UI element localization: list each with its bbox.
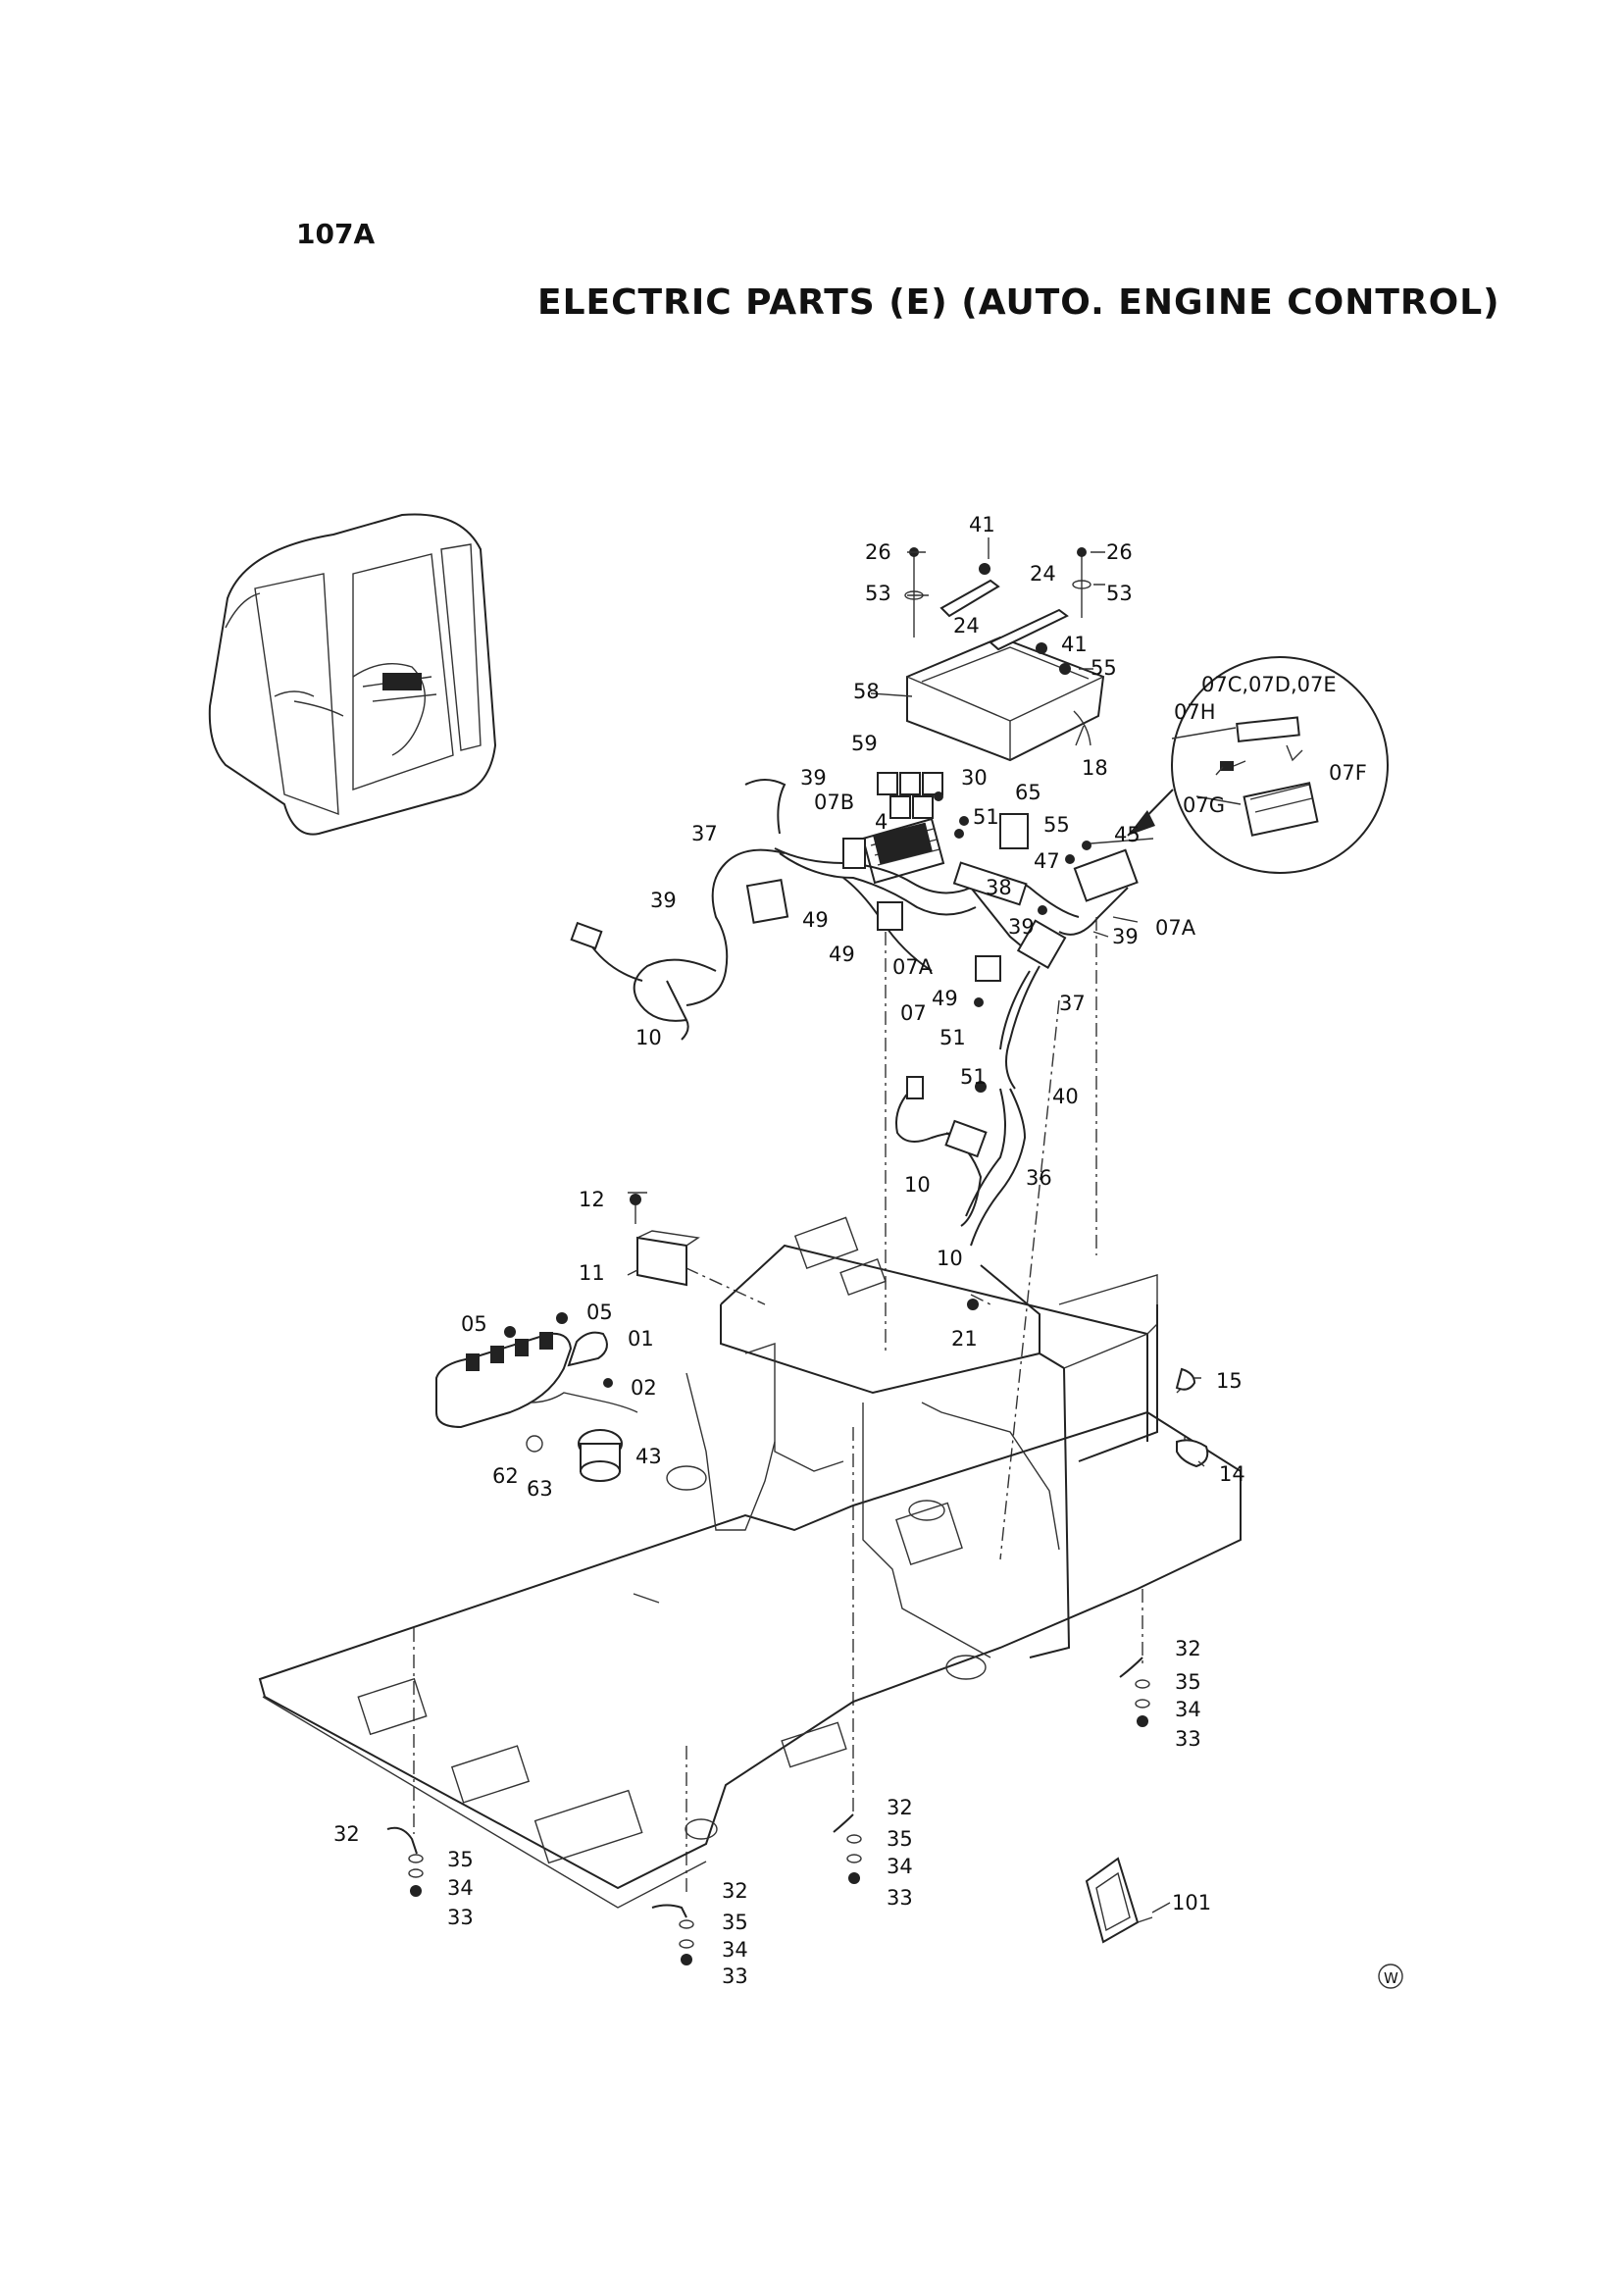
callout-24: 24: [1030, 562, 1056, 586]
callout-35: 35: [1175, 1670, 1201, 1694]
page-code: 107A: [296, 218, 376, 250]
callout-36: 36: [1026, 1166, 1052, 1190]
callout-05: 05: [586, 1301, 613, 1324]
callout-24: 24: [953, 614, 980, 638]
callout-4: 4: [875, 810, 888, 834]
upper-harness-assembly: [570, 547, 1139, 1093]
callout-10: 10: [635, 1026, 662, 1049]
callout-49: 49: [932, 987, 958, 1010]
callout-35: 35: [447, 1848, 474, 1871]
switch-panel: [435, 1312, 638, 1482]
misc-parts: [386, 537, 1403, 1989]
callout-30: 30: [961, 766, 988, 790]
callout-39: 39: [800, 766, 827, 790]
callout-01: 01: [628, 1327, 654, 1351]
callout-62: 62: [492, 1464, 519, 1488]
callout-65: 65: [1015, 781, 1041, 804]
callout-43: 43: [635, 1445, 662, 1468]
callout-32: 32: [1175, 1637, 1201, 1660]
callout-37: 37: [1059, 992, 1086, 1015]
callout-53: 53: [865, 582, 891, 605]
callout-101: 101: [1172, 1891, 1211, 1914]
callout-33: 33: [1175, 1727, 1201, 1751]
callout-38: 38: [986, 876, 1012, 899]
cab-floor-frame: [258, 1216, 1242, 1909]
callout-34: 34: [722, 1938, 748, 1962]
callout-02: 02: [631, 1376, 657, 1400]
callout-labels: 41 26 26 53 53 24 24 41 55 58 18 07C,07D…: [333, 513, 1398, 1988]
callout-35: 35: [722, 1911, 748, 1934]
callout-10: 10: [904, 1173, 931, 1197]
callout-47: 47: [1034, 849, 1060, 873]
callout-35: 35: [887, 1827, 913, 1851]
connector-detail-inset: [1127, 656, 1389, 874]
callout-05: 05: [461, 1312, 487, 1336]
callout-18: 18: [1082, 756, 1108, 780]
callout-51: 51: [973, 805, 999, 829]
callout-34: 34: [1175, 1698, 1201, 1721]
callout-41: 41: [1061, 633, 1088, 656]
callout-34: 34: [887, 1855, 913, 1878]
callout-32: 32: [722, 1879, 748, 1903]
callout-51: 51: [960, 1065, 987, 1089]
callout-15: 15: [1216, 1369, 1243, 1393]
callout-39: 39: [1112, 925, 1139, 948]
callout-12: 12: [579, 1188, 605, 1211]
callout-49: 49: [829, 943, 855, 966]
callout-39: 39: [650, 889, 677, 912]
callout-33: 33: [887, 1886, 913, 1910]
callout-49: 49: [802, 908, 829, 932]
callout-37: 37: [691, 822, 718, 845]
reference-mark: W: [1384, 1969, 1398, 1987]
callout-07C-07D-07E: 07C,07D,07E: [1201, 673, 1337, 696]
callout-11: 11: [579, 1261, 605, 1285]
callout-07G: 07G: [1183, 793, 1225, 817]
callout-63: 63: [527, 1477, 553, 1501]
callout-33: 33: [722, 1964, 748, 1988]
callout-53: 53: [1106, 582, 1133, 605]
assembly-guides: [413, 917, 1193, 1893]
cab-thumbnail: [208, 513, 497, 836]
callout-07F: 07F: [1329, 761, 1367, 785]
lower-harness: [895, 1076, 1027, 1247]
callout-07H: 07H: [1174, 700, 1216, 724]
callout-40: 40: [1052, 1085, 1079, 1108]
callout-55: 55: [1091, 656, 1117, 680]
callout-33: 33: [447, 1906, 474, 1929]
callout-10: 10: [937, 1247, 963, 1270]
callout-34: 34: [447, 1876, 474, 1900]
callout-07: 07: [900, 1001, 927, 1025]
callout-59: 59: [851, 732, 878, 755]
callout-55: 55: [1043, 813, 1070, 837]
callout-07B: 07B: [814, 791, 854, 814]
callout-51: 51: [939, 1026, 966, 1049]
callout-07A: 07A: [892, 955, 934, 979]
callout-58: 58: [853, 680, 880, 703]
callout-45: 45: [1114, 823, 1141, 846]
callout-32: 32: [333, 1822, 360, 1846]
callout-26: 26: [865, 540, 891, 564]
callout-26: 26: [1106, 540, 1133, 564]
callout-41: 41: [969, 513, 995, 536]
page-title: ELECTRIC PARTS (E) (AUTO. ENGINE CONTROL…: [537, 282, 1500, 323]
callout-39: 39: [1008, 915, 1035, 939]
callout-14: 14: [1219, 1462, 1245, 1486]
callout-21: 21: [951, 1327, 978, 1351]
callout-32: 32: [887, 1796, 913, 1819]
callout-07A: 07A: [1155, 916, 1196, 940]
